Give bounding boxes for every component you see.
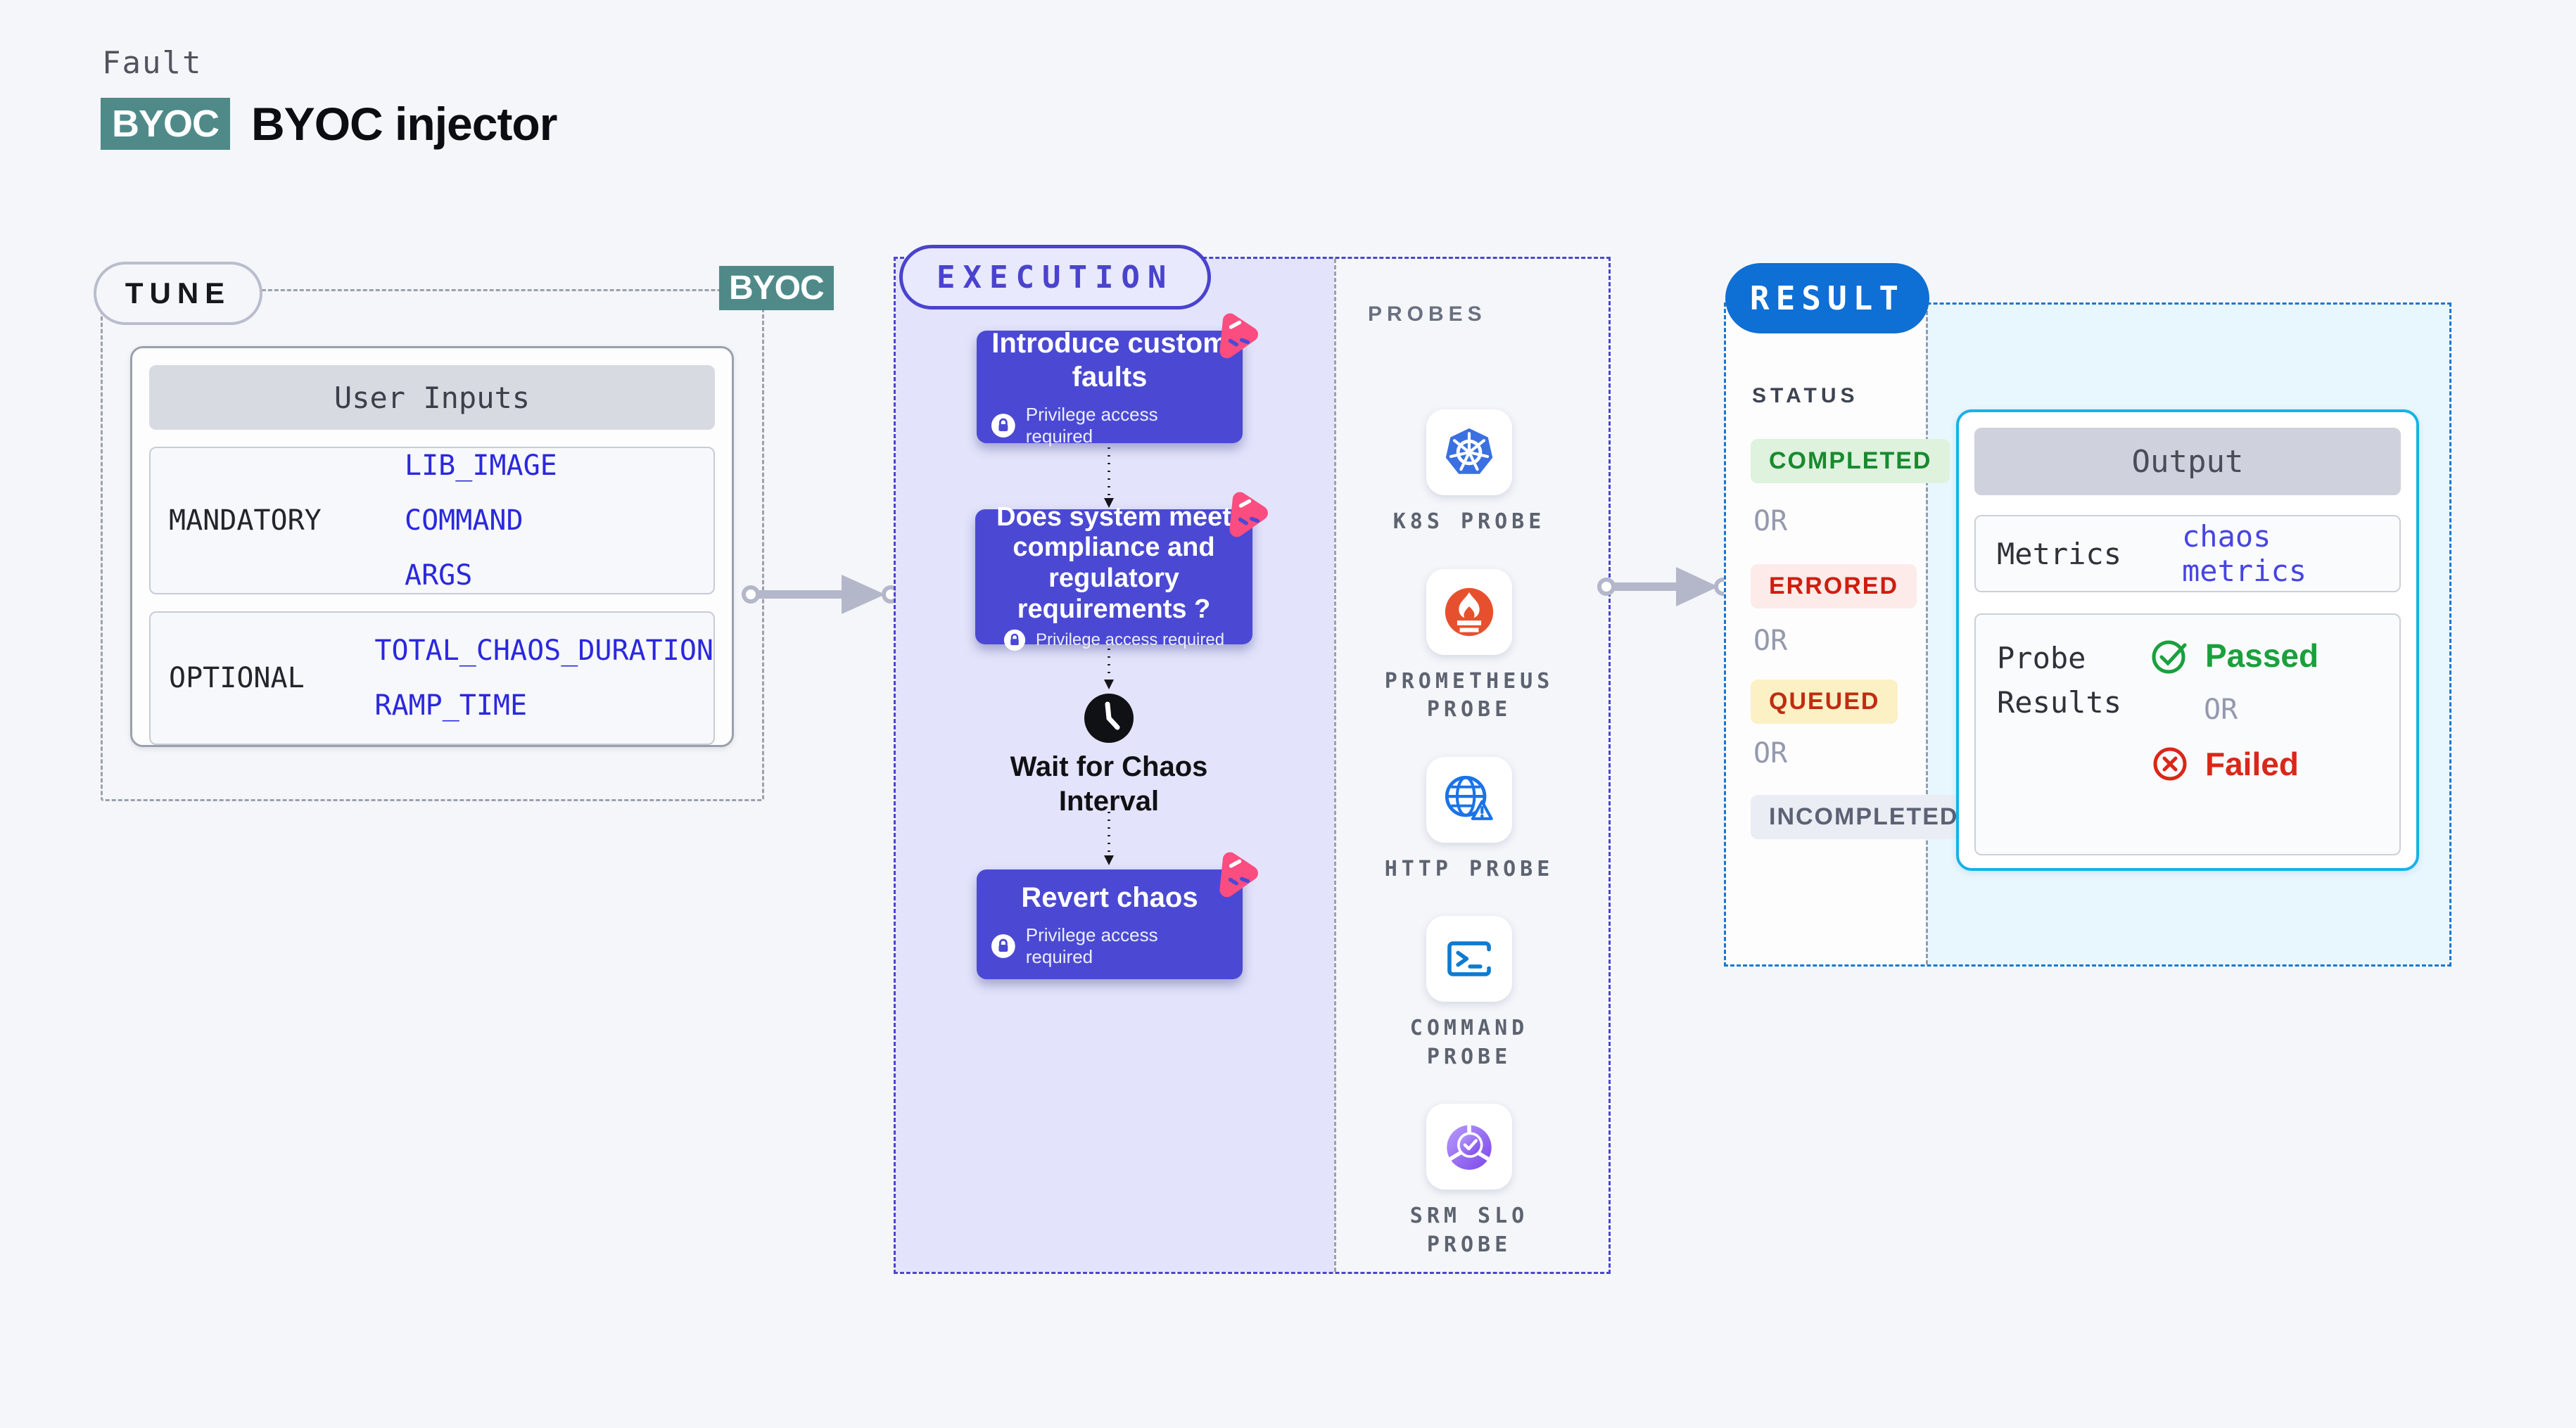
input-value: LIB_IMAGE <box>405 450 557 482</box>
litmus-chaos-icon <box>1219 313 1258 359</box>
execution-to-result-arrow <box>1597 567 1732 606</box>
mandatory-values: LIB_IMAGE COMMAND ARGS <box>405 450 713 592</box>
privilege-note-text: Privilege access required <box>1025 924 1158 967</box>
tune-pill: TUNE <box>94 262 262 325</box>
probe-list: K8S PROBE PROMETHEUS PROBE <box>1334 409 1604 1259</box>
result-pill: RESULT <box>1725 263 1929 333</box>
probe-label: HTTP PROBE <box>1384 856 1554 881</box>
probe-results-label: Probe Results <box>1997 641 2122 720</box>
probe-results-values: Passed OR Failed <box>2150 636 2318 854</box>
execution-pill: EXECUTION <box>899 245 1212 310</box>
metrics-row: Metrics chaos metrics <box>1974 515 2401 592</box>
output-title: Output <box>1974 428 2401 495</box>
status-divider <box>1926 305 1928 964</box>
metrics-label: Metrics <box>1997 536 2122 571</box>
or-label: OR <box>2204 694 2238 726</box>
privilege-note: Privilege access required <box>1003 629 1224 651</box>
status-badge-incompleted: INCOMPLETED <box>1751 795 1977 839</box>
lock-icon <box>991 414 1015 438</box>
lock-icon <box>1003 630 1026 651</box>
kubernetes-icon <box>1445 428 1493 474</box>
input-value: TOTAL_CHAOS_DURATION <box>374 635 713 667</box>
mandatory-row: MANDATORY LIB_IMAGE COMMAND ARGS <box>149 447 715 594</box>
tune-section <box>101 289 764 801</box>
status-heading: STATUS <box>1752 384 1859 407</box>
passed-label: Passed <box>2205 637 2319 674</box>
probe-item-prometheus: PROMETHEUS PROBE <box>1371 568 1568 725</box>
step-title: Does system meet compliance and regulato… <box>996 502 1231 624</box>
failed-label: Failed <box>2205 746 2299 782</box>
litmus-chaos-icon <box>1229 492 1268 537</box>
privilege-note: Privilege access required <box>991 924 1229 968</box>
step-compliance-check: Does system meet compliance and regulato… <box>975 492 1268 651</box>
optional-values: TOTAL_CHAOS_DURATION RAMP_TIME <box>374 635 713 722</box>
step-revert-chaos: Revert chaos Privilege access required <box>977 852 1258 979</box>
probe-results-row: Probe Results Passed OR Failed <box>1974 613 2401 855</box>
probe-item-srm-slo: SRM SLO PROBE <box>1371 1104 1568 1259</box>
page-header: BYOC BYOC injector <box>101 97 557 151</box>
optional-row: OPTIONAL TOTAL_CHAOS_DURATION RAMP_TIME <box>149 611 715 745</box>
status-badge-completed: COMPLETED <box>1751 439 1950 483</box>
litmus-chaos-icon <box>1219 852 1258 898</box>
status-badge-queued: QUEUED <box>1751 680 1898 724</box>
passed-row: Passed <box>2150 636 2318 675</box>
mandatory-label: MANDATORY <box>169 504 322 537</box>
step-title: Revert chaos <box>1021 882 1198 913</box>
probes-heading: PROBES <box>1368 302 1487 326</box>
privilege-note-text: Privilege access required <box>1025 404 1158 447</box>
privilege-note-text: Privilege access required <box>1035 630 1225 650</box>
metrics-value: chaos metrics <box>2182 519 2307 588</box>
tune-to-execution-arrow <box>742 575 900 614</box>
http-globe-icon <box>1445 775 1493 820</box>
x-circle-icon <box>2153 747 2187 781</box>
or-label: OR <box>1753 625 1788 657</box>
or-label: OR <box>1753 505 1788 537</box>
user-inputs-card: User Inputs MANDATORY LIB_IMAGE COMMAND … <box>130 346 734 747</box>
input-value: RAMP_TIME <box>374 689 528 722</box>
byoc-badge: BYOC <box>101 98 231 150</box>
input-value: COMMAND <box>405 504 524 537</box>
optional-label: OPTIONAL <box>169 662 305 694</box>
lock-icon <box>991 934 1015 958</box>
step-introduce-custom-faults: Introduce custom faults Privilege access… <box>977 313 1258 447</box>
probe-item-http: HTTP PROBE <box>1384 756 1554 884</box>
probe-item-command: COMMAND PROBE <box>1371 916 1568 1071</box>
failed-row: Failed <box>2150 744 2318 784</box>
fault-kicker: Fault <box>102 45 203 81</box>
user-inputs-title: User Inputs <box>149 365 715 430</box>
step-title: Introduce custom faults <box>991 328 1228 393</box>
page-title: BYOC injector <box>251 98 557 150</box>
clock-icon <box>1084 694 1134 743</box>
status-badge-errored: ERRORED <box>1751 564 1917 608</box>
srm-slo-icon <box>1447 1124 1492 1170</box>
probe-label: COMMAND PROBE <box>1409 1016 1529 1069</box>
tune-byoc-corner-badge: BYOC <box>719 266 834 310</box>
flow-arrow-down <box>1104 812 1114 865</box>
probe-label: SRM SLO PROBE <box>1409 1204 1529 1257</box>
probes-divider <box>1334 259 1336 1272</box>
terminal-icon <box>1447 941 1491 976</box>
check-circle-icon <box>2152 640 2187 674</box>
privilege-note: Privilege access required <box>991 404 1229 447</box>
output-card: Output Metrics chaos metrics Probe Resul… <box>1956 409 2419 871</box>
probe-item-k8s: K8S PROBE <box>1393 409 1546 537</box>
wait-for-chaos-interval-label: Wait for Chaos Interval <box>1010 751 1208 817</box>
input-value: ARGS <box>405 559 473 592</box>
probe-label: K8S PROBE <box>1392 509 1546 534</box>
probe-label: PROMETHEUS PROBE <box>1384 668 1554 722</box>
flow-arrow-down <box>1104 447 1114 508</box>
or-label: OR <box>1753 737 1788 770</box>
prometheus-icon <box>1445 587 1494 636</box>
flow-arrow-down <box>1104 649 1114 689</box>
